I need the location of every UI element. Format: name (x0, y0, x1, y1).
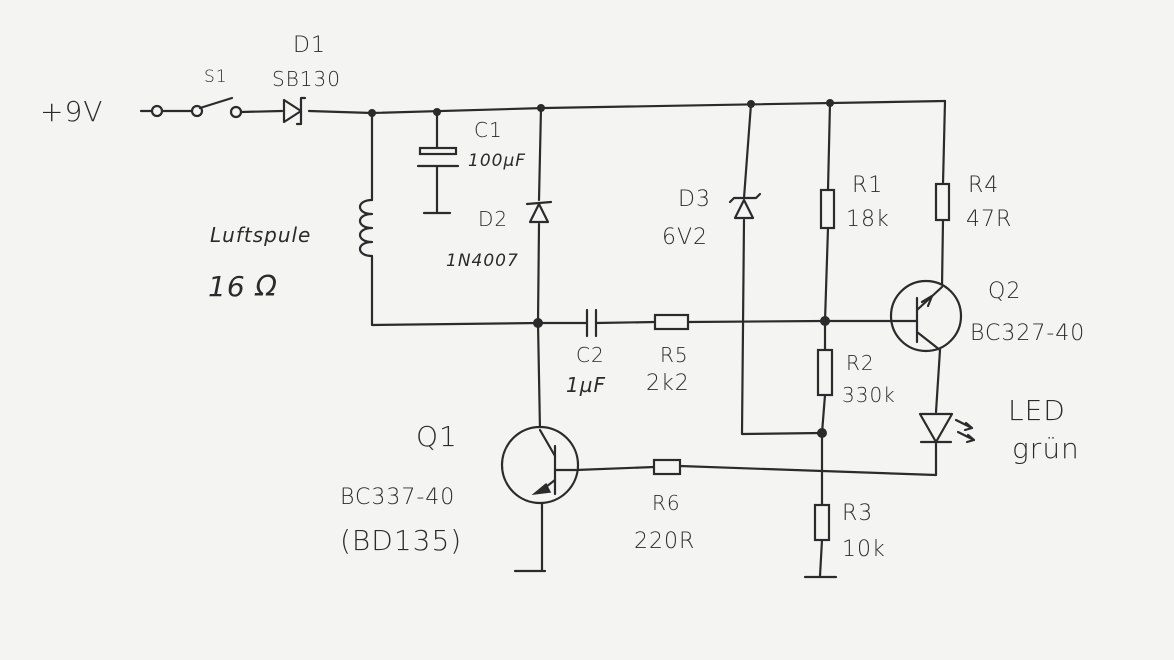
q2-ref-label: Q2 (988, 279, 1021, 304)
junction-dot (826, 99, 834, 107)
diode-d1-symbol (282, 96, 307, 126)
r4-value-label: 47R (966, 207, 1012, 232)
r6-ref-label: R6 (652, 491, 681, 515)
r2-ref-label: R2 (846, 351, 875, 375)
junction-dot (533, 318, 543, 328)
r4-branch-wire (940, 99, 947, 289)
r2-value-label: 330k (842, 383, 896, 407)
c2-value-label: 1µF (566, 373, 606, 397)
transistor-q2-symbol (889, 279, 963, 353)
c2-ref-label: C2 (576, 343, 605, 367)
d1-ref-label: D1 (293, 33, 326, 58)
transistor-q1-symbol (500, 425, 580, 505)
r1-value-label: 18k (846, 207, 890, 232)
diode-d2-symbol (525, 200, 553, 224)
q1-value-label: BC337-40 (340, 485, 455, 510)
top-rail-wire (307, 99, 947, 115)
q2-value-label: BC327-40 (970, 321, 1085, 346)
junction-dot (433, 108, 441, 116)
d2-value-label: 1N4007 (446, 251, 519, 271)
c1-branch-wire (422, 110, 452, 215)
r1-ref-label: R1 (852, 173, 883, 198)
resistor-r2-symbol (816, 348, 834, 397)
capacitor-c1-symbol (416, 146, 460, 168)
resistor-r1-symbol (819, 188, 836, 230)
junction-dot (537, 104, 545, 112)
coil-symbol (358, 198, 374, 258)
s1-ref-label: S1 (204, 67, 228, 87)
q1-alt-label: (BD135) (340, 524, 462, 557)
d1-value-label: SB130 (272, 67, 341, 91)
c1-ref-label: C1 (474, 118, 503, 142)
d2-ref-label: D2 (478, 207, 508, 231)
c1-value-label: 100µF (468, 151, 526, 171)
c2-r5-wire (536, 319, 894, 325)
q1-collector-wire (536, 321, 542, 432)
junction-dot (817, 428, 827, 438)
coil-branch-wire (370, 111, 540, 327)
r3-ref-label: R3 (842, 501, 873, 526)
coil-name-label: Luftspule (210, 223, 311, 247)
resistor-r6-symbol (652, 458, 682, 476)
coil-value-label: 16 Ω (208, 270, 278, 303)
junction-dot (368, 109, 376, 117)
d2-branch-wire (536, 106, 543, 325)
capacitor-c2-symbol (585, 308, 598, 338)
r4-ref-label: R4 (968, 173, 999, 198)
resistor-r4-symbol (934, 182, 951, 222)
junction-dot (820, 316, 830, 326)
d3-branch-wire (740, 102, 824, 436)
d3-value-label: 6V2 (662, 225, 708, 250)
r3-value-label: 10k (842, 537, 886, 562)
resistor-r3-symbol (813, 503, 831, 542)
supply-label: +9V (40, 95, 103, 128)
r5-value-label: 2k2 (646, 371, 690, 396)
junctions (368, 99, 834, 438)
led-color-label: grün (1012, 432, 1080, 465)
q1-ref-label: Q1 (416, 420, 458, 453)
r6-value-label: 220R (634, 529, 695, 554)
led-symbol (918, 412, 976, 444)
resistor-r5-symbol (653, 313, 690, 331)
switch-s1 (139, 96, 284, 119)
led-name-label: LED (1008, 394, 1066, 427)
zener-d3-symbol (728, 192, 762, 220)
d3-ref-label: D3 (678, 187, 711, 212)
junction-dot (747, 100, 755, 108)
r5-ref-label: R5 (660, 343, 689, 367)
q2-led-wire (574, 348, 942, 477)
